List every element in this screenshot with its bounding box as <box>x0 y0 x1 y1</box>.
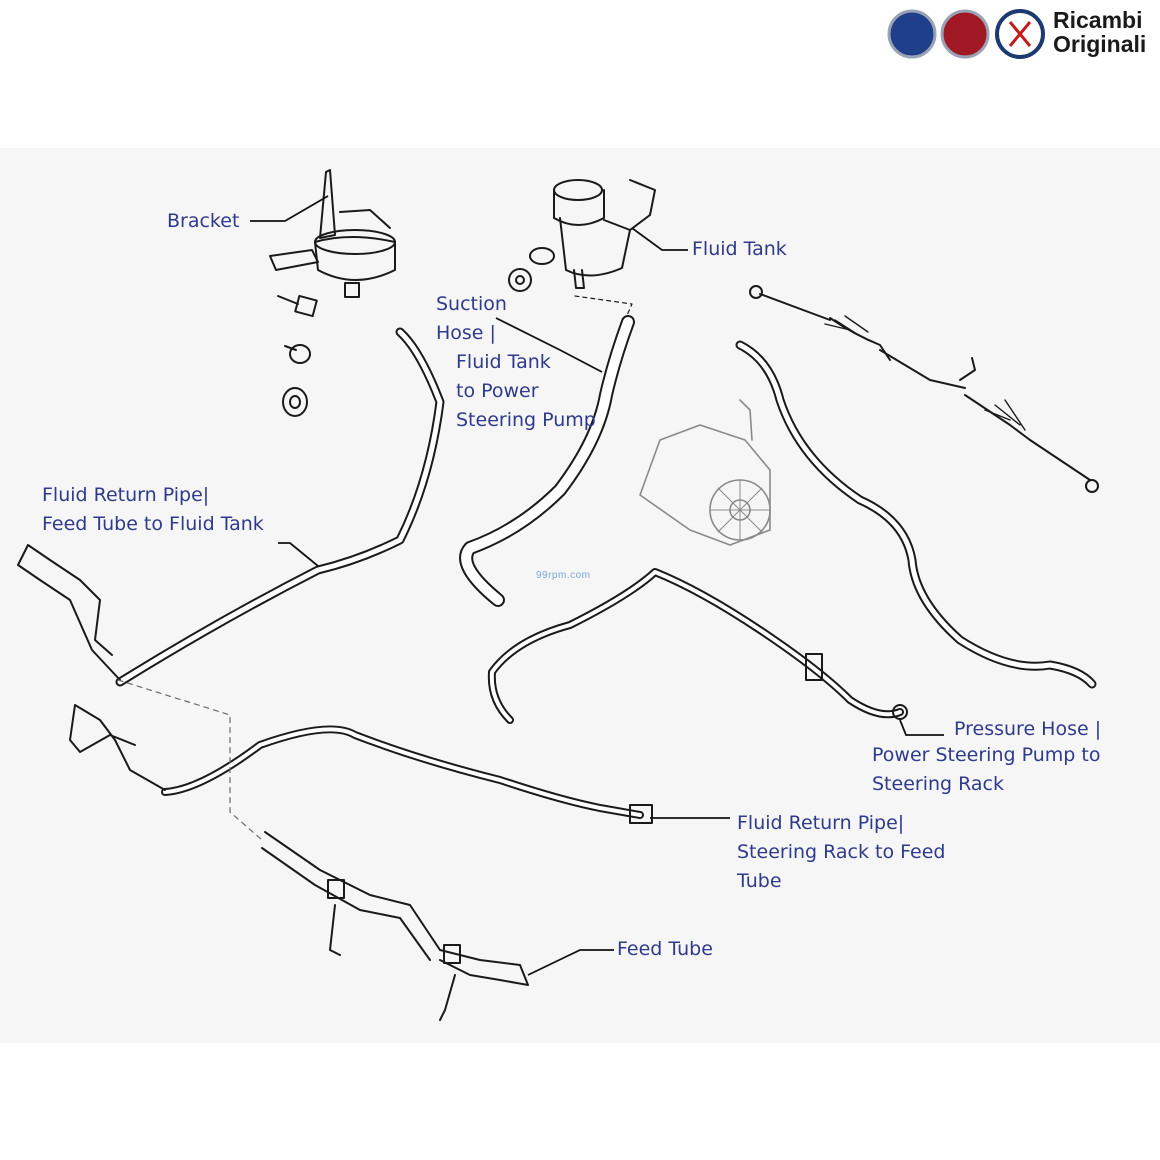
brand-line-1: Ricambi <box>1053 7 1143 33</box>
brand-badges <box>887 9 1045 59</box>
tank-hose-dash <box>574 295 633 323</box>
pressure-hose-fitting <box>892 704 908 720</box>
bracket-screw-1 <box>277 294 318 318</box>
alfa-cross-icon <box>1008 21 1032 47</box>
brand-title: Ricambi Originali <box>1053 8 1146 56</box>
return-pipe-rack-fill <box>163 727 642 817</box>
leader-suction-hose <box>495 317 603 373</box>
return-pipe-tank-end <box>17 544 121 681</box>
label-pressure-hose: Pressure Hose | Power Steering Pump to S… <box>872 717 1101 799</box>
label-suction-hose-line-4: to Power <box>456 380 539 402</box>
steering-rack-part <box>749 285 1099 493</box>
label-pressure-hose-line-3: Steering Rack <box>872 773 1004 795</box>
fiat-badge-icon <box>940 9 990 59</box>
label-return-pipe-rack: Fluid Return Pipe| Steering Rack to Feed… <box>737 809 945 896</box>
return-pipe-tank-fill <box>117 329 443 685</box>
leader-pressure-hose <box>899 719 944 736</box>
label-suction-hose-line-3: Fluid Tank <box>456 351 551 373</box>
background-panel <box>0 148 1160 1043</box>
fluid-tank-part <box>508 179 656 292</box>
label-bracket: Bracket <box>167 207 239 236</box>
brand-line-2: Originali <box>1053 31 1147 57</box>
bracket-part <box>269 169 396 298</box>
pressure-hose-clip <box>805 653 823 681</box>
label-return-pipe-rack-line-2: Steering Rack to Feed <box>737 841 946 863</box>
pressure-hose-upper-fill <box>737 342 1095 687</box>
label-suction-hose-line-5: Steering Pump <box>456 409 596 431</box>
label-pressure-hose-line-1: Pressure Hose | <box>954 718 1102 740</box>
label-suction-hose-line-2: Hose | <box>436 322 496 344</box>
label-feed-tube: Feed Tube <box>617 935 713 964</box>
label-return-pipe-tank-line-2: Feed Tube to Fluid Tank <box>42 513 264 535</box>
leader-lines <box>250 195 944 976</box>
suction-hose-fill <box>461 317 633 605</box>
label-return-pipe-rack-line-1: Fluid Return Pipe| <box>737 812 905 834</box>
bracket-screw-2 <box>284 344 311 364</box>
bracket-nut <box>282 387 308 417</box>
label-suction-hose: Suction Hose | Fluid Tank to Power Steer… <box>436 290 596 435</box>
watermark: 99rpm.com <box>536 570 591 581</box>
pressure-hose-lower-fill <box>489 570 902 722</box>
leader-feed-tube <box>527 949 614 976</box>
label-return-pipe-tank: Fluid Return Pipe| Feed Tube to Fluid Ta… <box>42 481 264 539</box>
feed-tube-part <box>261 831 529 1021</box>
leader-fluid-tank <box>631 227 688 251</box>
power-steering-pump <box>639 399 771 546</box>
label-return-pipe-tank-line-1: Fluid Return Pipe| <box>42 484 210 506</box>
label-pressure-hose-line-2: Power Steering Pump to <box>872 744 1101 766</box>
return-pipe-rack-fitting <box>629 804 653 824</box>
return-pipe-rack-end <box>69 704 166 791</box>
label-return-pipe-rack-line-3: Tube <box>737 870 782 892</box>
label-feed-tube-line: Feed Tube <box>617 938 713 960</box>
label-suction-hose-line-1: Suction <box>436 293 507 315</box>
leader-return-pipe-tank <box>278 542 319 567</box>
label-fluid-tank: Fluid Tank <box>692 235 787 264</box>
label-fluid-tank-line: Fluid Tank <box>692 238 787 260</box>
label-bracket-line: Bracket <box>167 210 240 232</box>
lancia-badge-icon <box>887 9 937 59</box>
leader-bracket <box>250 195 329 222</box>
